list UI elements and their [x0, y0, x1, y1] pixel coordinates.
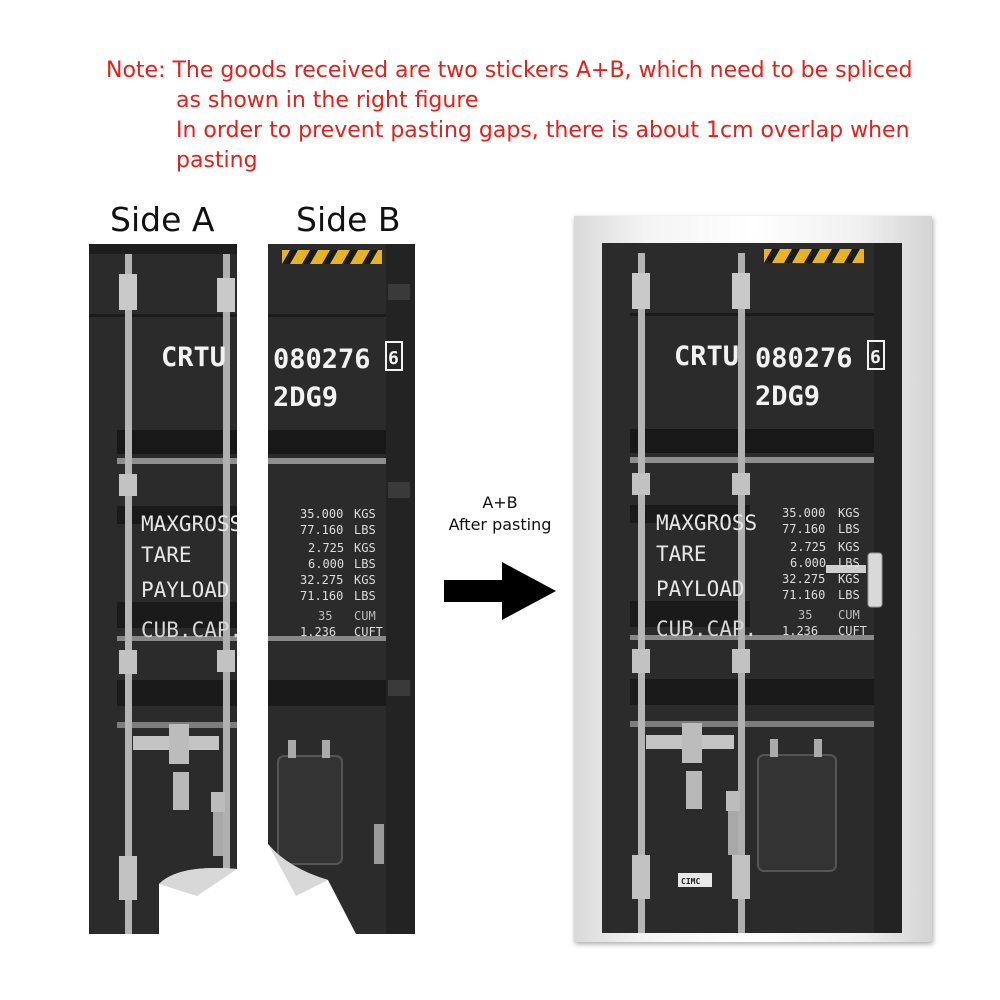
maxgross-label: MAXGROSS: [141, 512, 237, 536]
unit-cum: CUM: [354, 609, 376, 623]
unit-kgs: KGS: [354, 507, 376, 521]
ab-label-line-1: A+B: [482, 493, 518, 512]
maxgross-kgs: 35.000: [300, 507, 343, 521]
unit-kgs: KGS: [838, 540, 860, 554]
side-a-title: Side A: [110, 200, 215, 239]
side-a-sticker: CRTU MAXGROSS TARE PAYLOAD CUB.CAP.: [89, 244, 237, 934]
cubcap-label: CUB.CAP.: [656, 617, 757, 641]
side-b-sticker: 080276 6 2DG9 35.000 KGS 77.160 LBS 2.72…: [268, 244, 415, 934]
note-line-1: Note: The goods received are two sticker…: [106, 58, 913, 83]
instruction-note: Note: The goods received are two sticker…: [106, 56, 966, 176]
unit-lbs: LBS: [354, 557, 376, 571]
maxgross-lbs: 77.160: [300, 523, 343, 537]
payload-kgs: 32.275: [782, 572, 825, 586]
unit-lbs: LBS: [354, 523, 376, 537]
payload-kgs: 32.275: [300, 573, 343, 587]
maxgross-label: MAXGROSS: [656, 511, 757, 535]
unit-cuft: CUFT: [354, 625, 383, 639]
tare-kgs: 2.725: [790, 540, 826, 554]
cubcap-cum: 35: [798, 608, 812, 622]
unit-lbs: LBS: [354, 589, 376, 603]
serial-number: 080276: [273, 344, 371, 375]
unit-kgs: KGS: [838, 506, 860, 520]
serial-number: 080276: [755, 343, 853, 374]
unit-kgs: KGS: [838, 572, 860, 586]
maxgross-kgs: 35.000: [782, 506, 825, 520]
check-digit: 6: [388, 348, 399, 369]
unit-kgs: KGS: [354, 541, 376, 555]
unit-cum: CUM: [838, 608, 860, 622]
payload-label: PAYLOAD: [141, 578, 230, 602]
type-code: 2DG9: [755, 381, 820, 412]
tare-lbs: 6.000: [308, 557, 344, 571]
maxgross-lbs: 77.160: [782, 522, 825, 536]
tare-label: TARE: [141, 543, 192, 567]
unit-kgs: KGS: [354, 573, 376, 587]
cubcap-cuft: 1.236: [782, 624, 818, 638]
maker-plate: CIMC: [681, 877, 700, 886]
payload-lbs: 71.160: [300, 589, 343, 603]
unit-lbs: LBS: [838, 588, 860, 602]
note-line-2: as shown in the right figure: [176, 88, 479, 113]
right-arrow-icon: [444, 562, 556, 620]
after-pasting-label: A+B After pasting: [440, 492, 560, 536]
payload-lbs: 71.160: [782, 588, 825, 602]
unit-lbs: LBS: [838, 556, 860, 570]
assembled-door-sticker: CRTU 080276 6 2DG9 MAXGROSS TARE PAYLOAD…: [602, 243, 902, 933]
cubcap-cum: 35: [318, 609, 332, 623]
unit-lbs: LBS: [838, 522, 860, 536]
tare-lbs: 6.000: [790, 556, 826, 570]
payload-label: PAYLOAD: [656, 577, 745, 601]
ab-label-line-2: After pasting: [448, 515, 552, 534]
check-digit: 6: [870, 347, 881, 368]
note-line-4: pasting: [176, 148, 258, 173]
note-line-3: In order to prevent pasting gaps, there …: [176, 118, 910, 143]
unit-cuft: CUFT: [838, 624, 867, 638]
type-code: 2DG9: [273, 382, 338, 413]
cubcap-cuft: 1.236: [300, 625, 336, 639]
cubcap-label: CUB.CAP.: [141, 618, 237, 642]
tare-label: TARE: [656, 542, 707, 566]
owner-code: CRTU: [161, 342, 226, 373]
side-b-title: Side B: [296, 200, 401, 239]
tare-kgs: 2.725: [308, 541, 344, 555]
owner-code: CRTU: [674, 341, 739, 372]
